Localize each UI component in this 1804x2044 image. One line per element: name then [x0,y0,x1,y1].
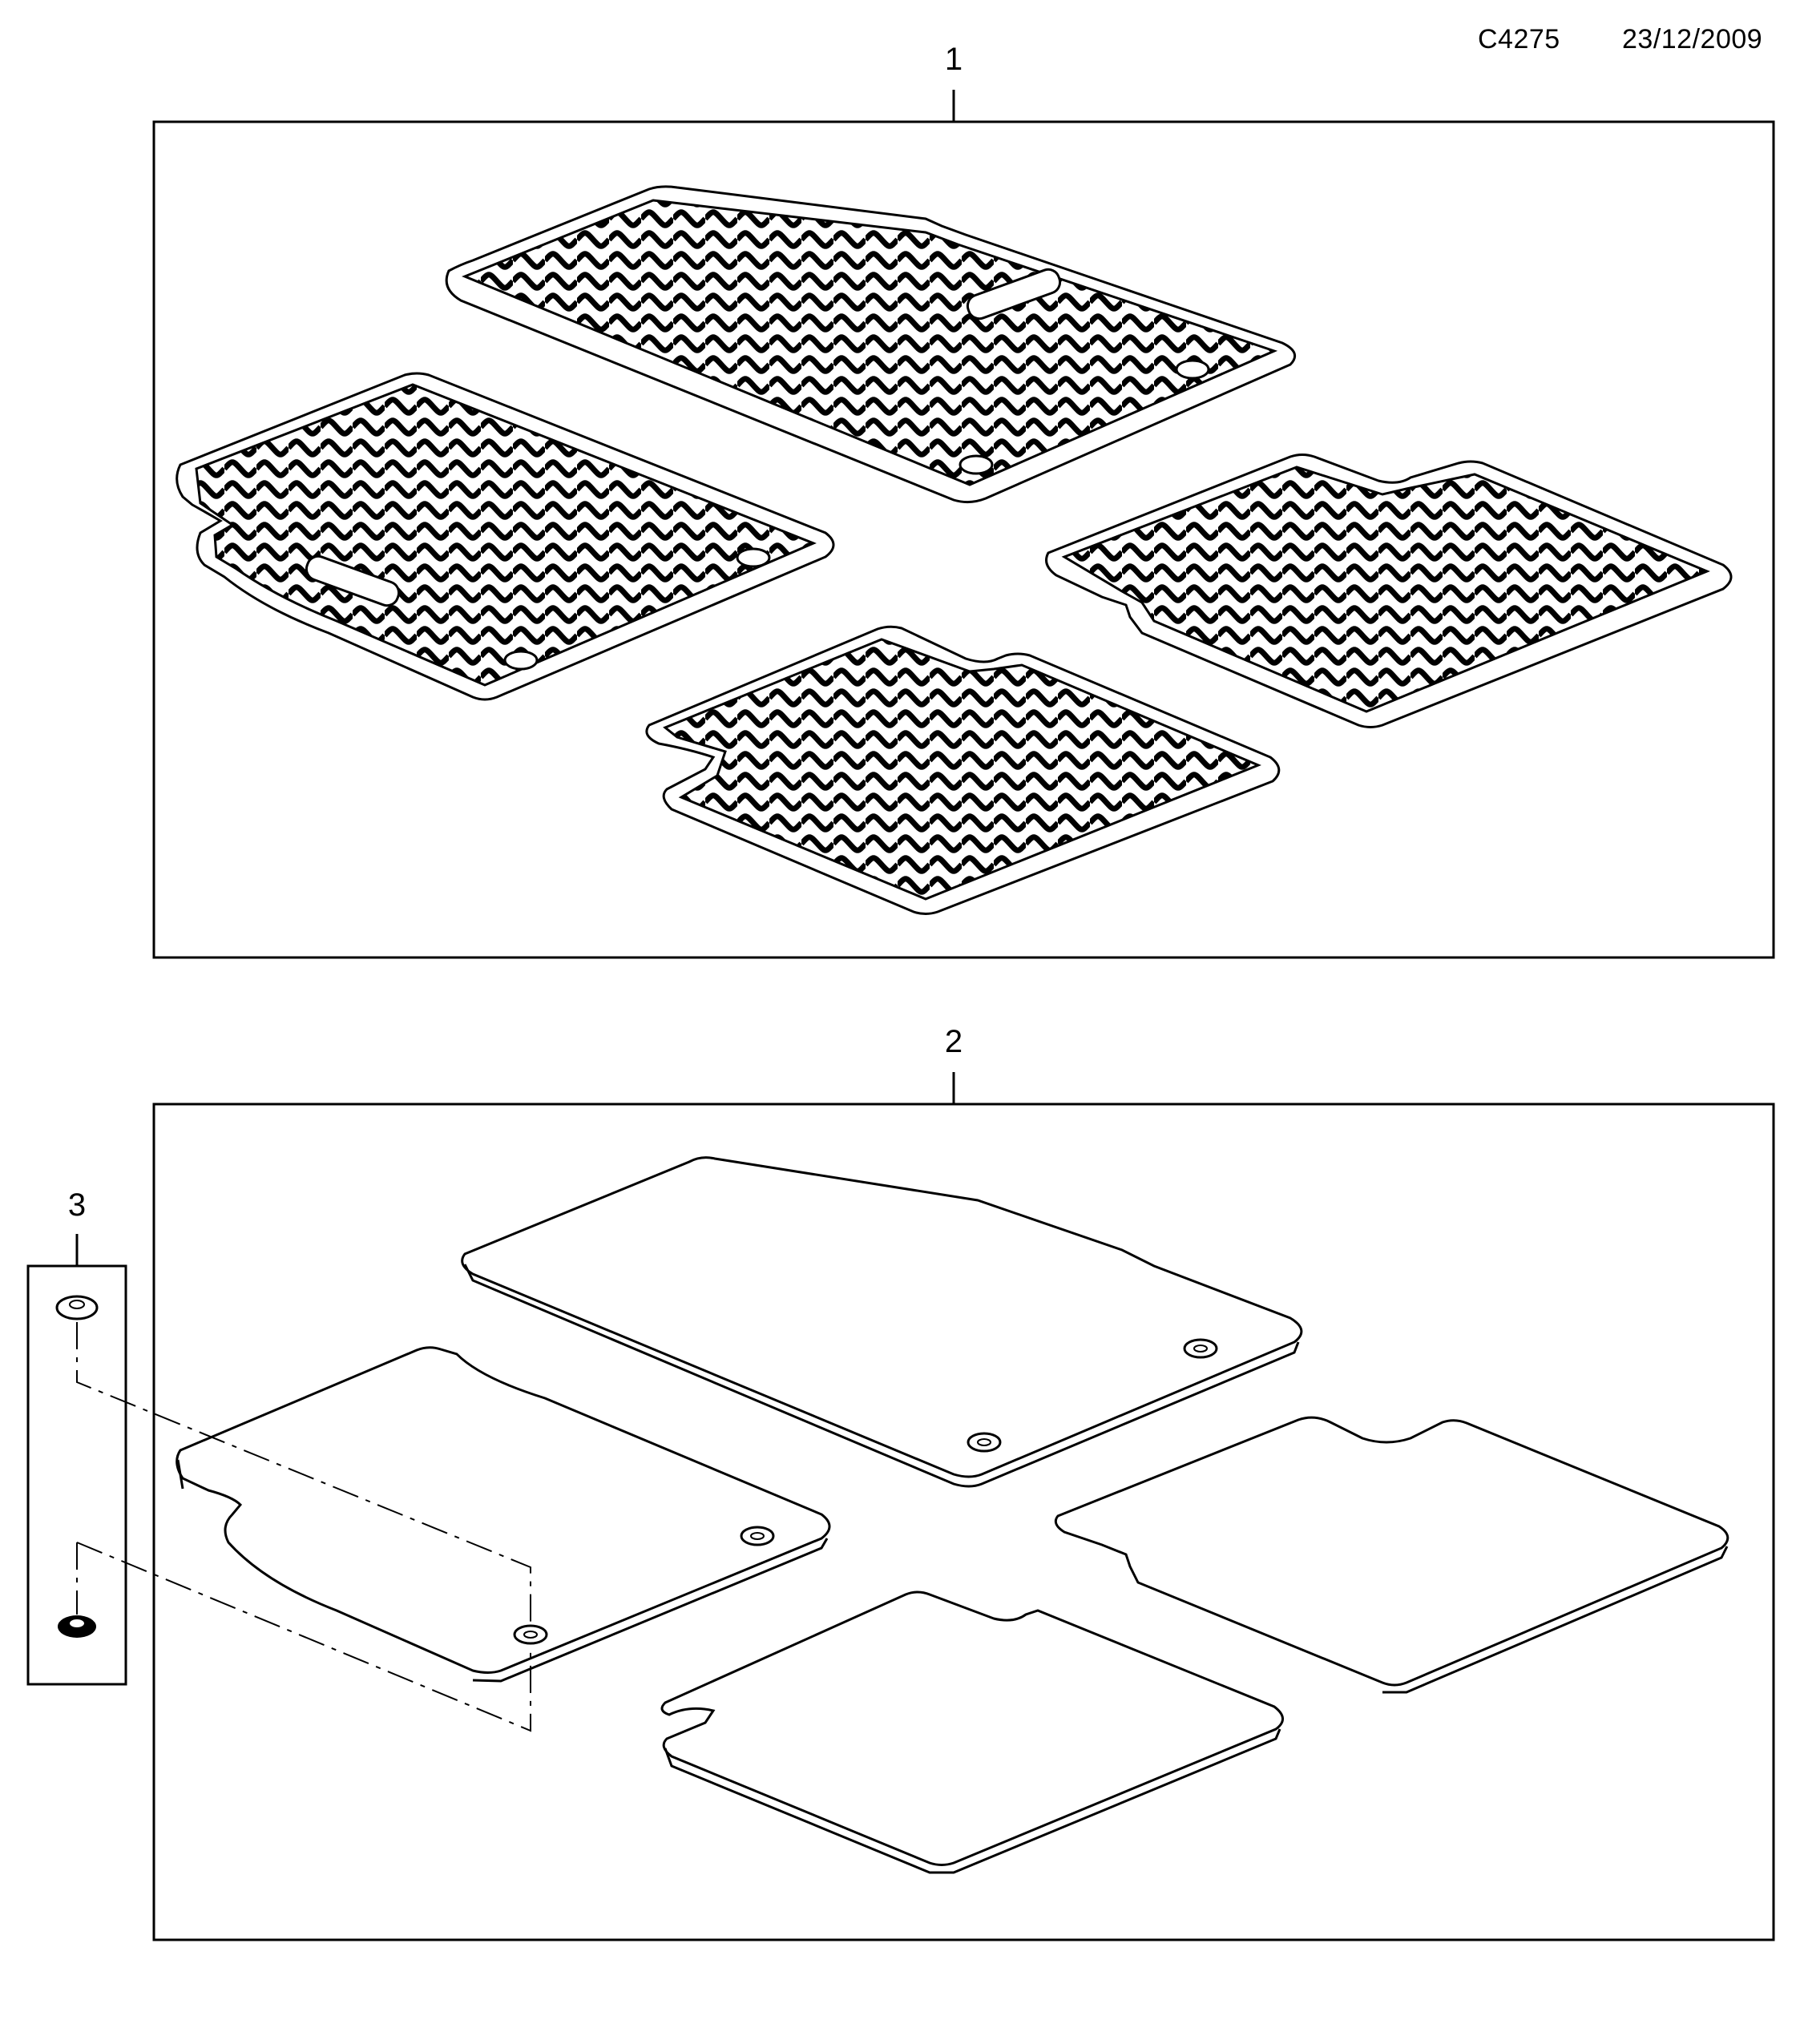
assembly-lines [76,1322,531,1732]
fastener-clip-bottom [58,1615,96,1638]
callout-2: 2 [944,1024,963,1059]
diagram-code: C4275 [1478,24,1560,54]
fastener-clip-top [55,1295,99,1320]
callout-1: 1 [944,42,963,77]
textile-mat-front-left [461,1156,1303,1488]
callout-3: 3 [67,1187,87,1223]
rubber-mat-rear-left [645,625,1281,915]
diagram-date: 23/12/2009 [1622,24,1763,54]
rubber-mat-front-left [445,185,1297,504]
textile-mat-front-right [176,1346,831,1683]
textile-mat-rear-left [660,1590,1284,1874]
rubber-mat-rear-right [1045,454,1733,728]
panel-2-frame [152,1103,1775,1941]
textile-mat-rear-right [1054,1416,1729,1694]
panel-3-frame [26,1264,127,1686]
panel-1-frame [152,120,1775,959]
rubber-mat-front-right [176,372,835,701]
